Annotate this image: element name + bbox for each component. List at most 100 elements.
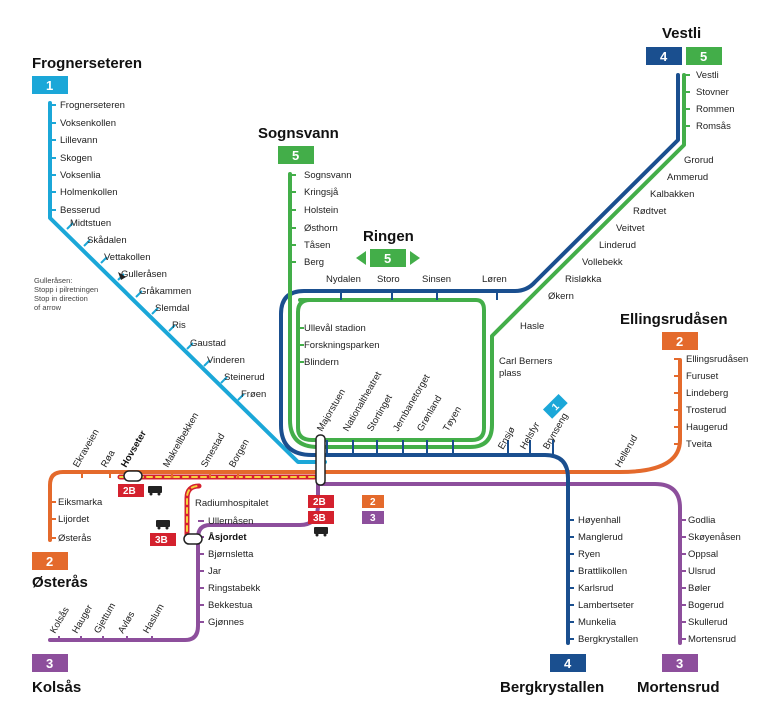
station-label: Rommen — [696, 104, 735, 115]
station-label: Løren — [482, 274, 507, 285]
badge-line-4-bergkrystallen-label: 4 — [564, 656, 572, 671]
station-label: Godlia — [688, 515, 716, 526]
station-label: Helsfyr — [518, 420, 542, 451]
line-5-route — [288, 73, 686, 449]
badge-line-3-kolsas-label: 3 — [46, 656, 53, 671]
station-label: Nydalen — [326, 274, 361, 285]
station-label: Carl Berners — [499, 356, 553, 367]
gullerasen-note-1: Gulleråsen: — [34, 276, 72, 285]
station-label: Bekkestua — [208, 600, 253, 611]
station-label: Mortensrud — [688, 634, 736, 645]
station-label: Lambertseter — [578, 600, 634, 611]
station-label: Voksenlia — [60, 170, 101, 181]
bus-icon — [148, 486, 162, 496]
ringen-arrow-left-icon — [356, 251, 366, 265]
badge-line-5-sognsvann — [278, 146, 314, 164]
station-label: Ris — [172, 320, 186, 331]
badge-bus-2b — [308, 495, 334, 508]
badge-line-5-ringen — [370, 249, 406, 267]
arrow-icon — [118, 272, 126, 280]
station-label: Blindern — [304, 357, 339, 368]
station-label: Skullerud — [688, 617, 728, 628]
badge-line-5-ringen-label: 5 — [384, 251, 391, 266]
station-label: Ammerud — [667, 172, 708, 183]
badge-line-5-vestli — [686, 47, 722, 65]
line-4-route — [279, 73, 680, 645]
badge-line-1 — [32, 76, 68, 94]
badge-line-2-osteras-label: 2 — [46, 554, 53, 569]
station-label: Frognerseteren — [60, 100, 125, 111]
station-label: Økern — [548, 291, 574, 302]
station-label: Gaustad — [190, 338, 226, 349]
station-label: Gulleråsen — [121, 269, 167, 280]
badge-line-3-kolsas — [32, 654, 68, 672]
station-label: Sognsvann — [304, 170, 352, 181]
station-label: Tøyen — [441, 405, 464, 434]
station-label: Ensjø — [496, 425, 518, 452]
station-label: Ryen — [578, 549, 600, 560]
station-label: Gråkammen — [139, 286, 191, 297]
station-label: Lindeberg — [686, 388, 728, 399]
station-label: Ekraveien — [71, 427, 102, 469]
terminal-sognsvann: Sognsvann — [258, 125, 339, 142]
station-label: Vestli — [696, 70, 719, 81]
badge-line-2-ellingsrudasen-label: 2 — [676, 334, 683, 349]
station-label: Kalbakken — [650, 189, 694, 200]
station-label: Romsås — [696, 121, 731, 132]
badge-line-5-vestli-label: 5 — [700, 49, 707, 64]
station-label: Midtstuen — [70, 218, 111, 229]
station-label: Kolsås — [48, 605, 72, 635]
terminal-osteras: Østerås — [32, 574, 88, 591]
station-label: Røa — [99, 448, 118, 470]
line-3-route — [48, 482, 682, 645]
station-label: Bøler — [688, 583, 711, 594]
station-label: Åsjordet — [208, 532, 247, 543]
badge-line-1-label: 1 — [46, 78, 53, 93]
badge-bus-2b-west — [118, 484, 144, 497]
station-label: Høyenhall — [578, 515, 621, 526]
gullerasen-note-2: Stopp i pilretningen — [34, 285, 98, 294]
station-label: Furuset — [686, 371, 719, 382]
badge-line-5-sognsvann-label: 5 — [292, 148, 299, 163]
station-label: Manglerud — [578, 532, 623, 543]
terminal-ringen: Ringen — [363, 228, 414, 245]
station-label: Ullernåsen — [208, 516, 253, 527]
badge-bus-2b-label: 2B — [313, 497, 326, 508]
badge-bus-3b — [308, 511, 334, 524]
station-label: Risløkka — [565, 274, 602, 285]
terminal-frognerseteren: Frognerseteren — [32, 55, 142, 72]
station-label: Frøen — [241, 389, 266, 400]
station-label: Vollebekk — [582, 257, 623, 268]
station-label: Haslum — [141, 602, 167, 635]
station-label: Ullevål stadion — [304, 323, 366, 334]
station-label: Østerås — [58, 533, 92, 544]
station-tick — [135, 290, 143, 298]
station-label: Østhorn — [304, 223, 338, 234]
station-label: Hovseter — [119, 429, 149, 470]
badge-line-2-ellingsrudasen — [662, 332, 698, 350]
station-label: Hellerud — [613, 433, 640, 469]
badge-line-4-bergkrystallen — [550, 654, 586, 672]
badge-line-3-mortensrud — [662, 654, 698, 672]
station-tick — [237, 393, 245, 401]
bus-icon — [156, 520, 170, 530]
station-label: Steinerud — [224, 372, 265, 383]
station-label: Skøyenåsen — [688, 532, 741, 543]
bus-3b-dash — [186, 485, 200, 541]
terminal-mortensrud: Mortensrud — [637, 679, 720, 696]
station-label: Oppsal — [688, 549, 718, 560]
line-2-route — [48, 358, 682, 542]
station-label: Trosterud — [686, 405, 726, 416]
asjordet-interchange — [183, 533, 203, 545]
station-tick — [203, 359, 211, 367]
station-label: Skådalen — [87, 235, 127, 246]
station-label: Brattlikollen — [578, 566, 627, 577]
badge-line-2-osteras — [32, 552, 68, 570]
station-label: Storo — [377, 274, 400, 285]
terminal-vestli: Vestli — [662, 25, 701, 42]
gullerasen-note-4: of arrow — [34, 303, 62, 312]
station-tick — [186, 342, 194, 350]
station-label: Veitvet — [616, 223, 645, 234]
station-label: Ringstabekk — [208, 583, 261, 594]
